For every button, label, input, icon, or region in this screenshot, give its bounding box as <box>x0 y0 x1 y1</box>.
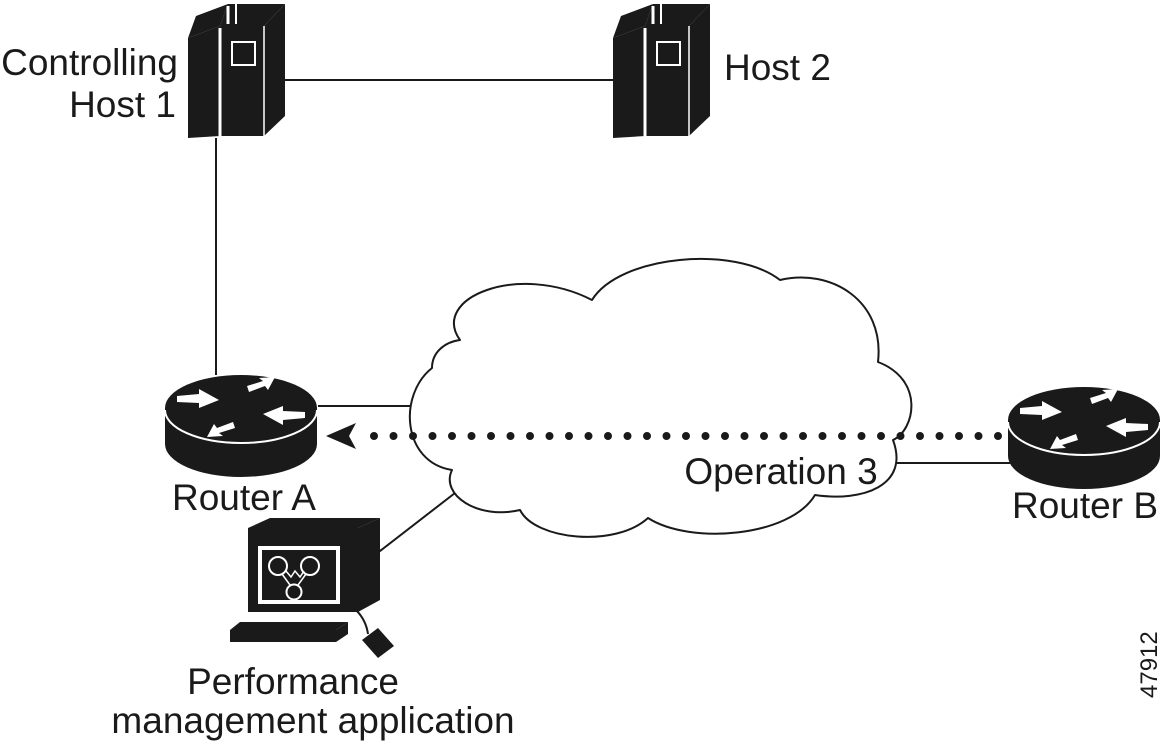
connection-links <box>215 79 1010 569</box>
workstation-icon <box>230 518 394 658</box>
router-a: Router A <box>164 375 318 518</box>
router-b: Router B <box>1007 387 1161 526</box>
router-a-label: Router A <box>172 477 316 518</box>
host2-server: Host 2 <box>613 4 831 138</box>
router-b-label: Router B <box>1012 485 1158 526</box>
figure-id: 47912 <box>1136 631 1163 698</box>
network-cloud-icon <box>408 258 913 538</box>
host1-label-line1: Controlling <box>1 42 178 83</box>
host1-server: Controlling Host 1 <box>1 4 285 138</box>
operation-arrowhead <box>326 423 356 449</box>
router-icon <box>164 375 318 477</box>
server-tower-icon <box>188 4 285 138</box>
perf-app-label-line2: management application <box>111 700 514 741</box>
host2-label: Host 2 <box>724 47 831 88</box>
operation-arrow <box>326 423 1002 449</box>
server-tower-icon <box>613 4 710 138</box>
host1-label-line2: Host 1 <box>69 84 176 125</box>
operation-label: Operation 3 <box>684 451 877 492</box>
perf-app-label-line1: Performance <box>187 661 399 702</box>
router-icon <box>1007 387 1161 489</box>
performance-workstation: Performance management application <box>111 518 515 741</box>
